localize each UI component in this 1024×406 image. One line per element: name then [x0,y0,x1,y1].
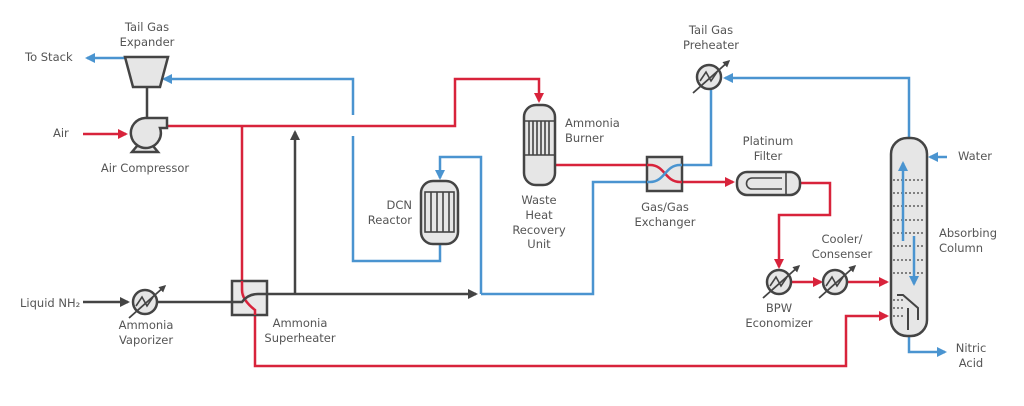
ammonia-burner-waste-heat-recovery-unit[interactable] [522,103,557,187]
compressed-air-line [167,77,544,128]
label-to-stack: To Stack [24,50,73,64]
cooler-condenser[interactable] [818,265,857,299]
bpw-economizer[interactable] [762,265,801,299]
label-air-compressor: Air Compressor [101,161,190,175]
tail-gas-streams [85,53,947,357]
filter-outlet-line [774,181,832,269]
tail-gas-lower-line [351,136,442,263]
dcn-reactor[interactable] [419,179,460,246]
burner-outlet-line [555,163,735,187]
secondary-air-line [240,126,889,368]
gas-gas-exchanger[interactable] [645,155,684,193]
absorbing-column[interactable] [889,136,929,338]
nitric-acid-outlet-line [907,336,947,357]
platinum-filter[interactable] [735,170,802,197]
tail-gas-to-expander-line [162,74,355,115]
air-compressor[interactable] [129,116,169,154]
label-cooler-condenser: Cooler/Consenser [812,232,873,261]
ammonia-vaporizer[interactable] [128,285,167,319]
column-overhead-line [723,73,911,138]
ammonia-superheater[interactable] [230,279,269,317]
label-liquid-nh2: Liquid NH₂ [20,296,80,310]
tail-gas-preheater[interactable] [692,60,731,94]
tail-gas-expander[interactable] [123,55,170,89]
tail-gas-to-reactor-line [435,155,483,294]
label-water: Water [958,149,992,163]
vaporizer-outlet-line [157,289,478,304]
label-air: Air [53,126,69,140]
